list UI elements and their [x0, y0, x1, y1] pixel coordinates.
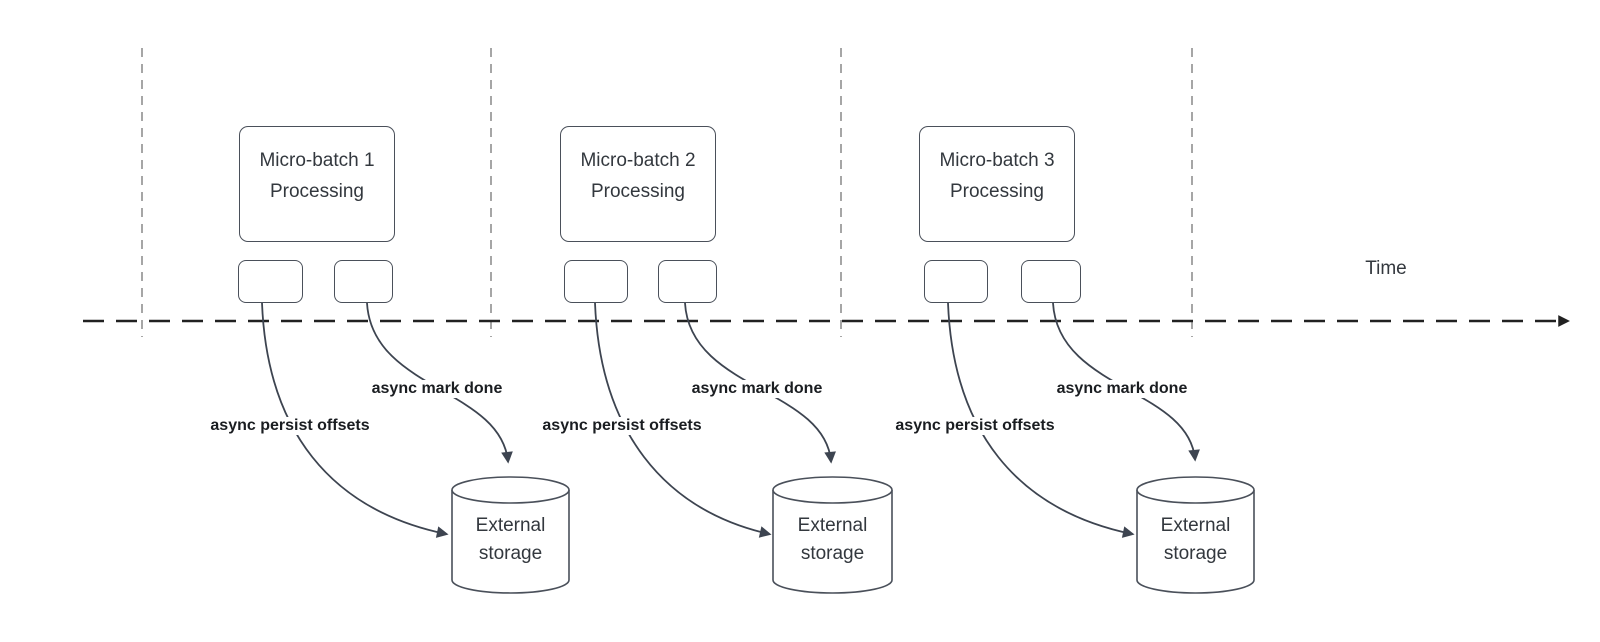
external-storage-label-1: External storage — [475, 515, 546, 564]
external-storage-label-2: External storage — [797, 515, 868, 564]
external-storage-label-3: External storage — [1160, 515, 1231, 564]
task-box-1-left — [238, 260, 303, 303]
persist-offsets-arrow-1 — [261, 302, 449, 538]
task-box-2-left — [564, 260, 628, 303]
persist-offsets-arrow-3 — [947, 302, 1135, 538]
mark-done-label-3: async mark done — [1051, 380, 1193, 398]
mark-done-label-2: async mark done — [686, 380, 828, 398]
task-box-3-left — [924, 260, 988, 303]
micro-batch-3-processing-box: Micro-batch 3 Processing — [919, 126, 1075, 242]
storage-cylinder-2 — [772, 476, 893, 594]
storage-cylinder-1 — [451, 476, 570, 594]
mark-done-label-1: async mark done — [366, 380, 508, 398]
task-box-2-right — [658, 260, 717, 303]
micro-batch-2-processing-box: Micro-batch 2 Processing — [560, 126, 716, 242]
persist-offsets-label-1: async persist offsets — [203, 417, 377, 435]
storage-cylinder-3 — [1136, 476, 1255, 594]
task-box-3-right — [1021, 260, 1081, 303]
persist-offsets-label-3: async persist offsets — [888, 417, 1062, 435]
micro-batch-1-processing-box: Micro-batch 1 Processing — [239, 126, 395, 242]
time-axis-label: Time — [1365, 258, 1407, 279]
persist-offsets-arrow-2 — [594, 302, 772, 538]
persist-offsets-label-2: async persist offsets — [535, 417, 709, 435]
task-box-1-right — [334, 260, 393, 303]
